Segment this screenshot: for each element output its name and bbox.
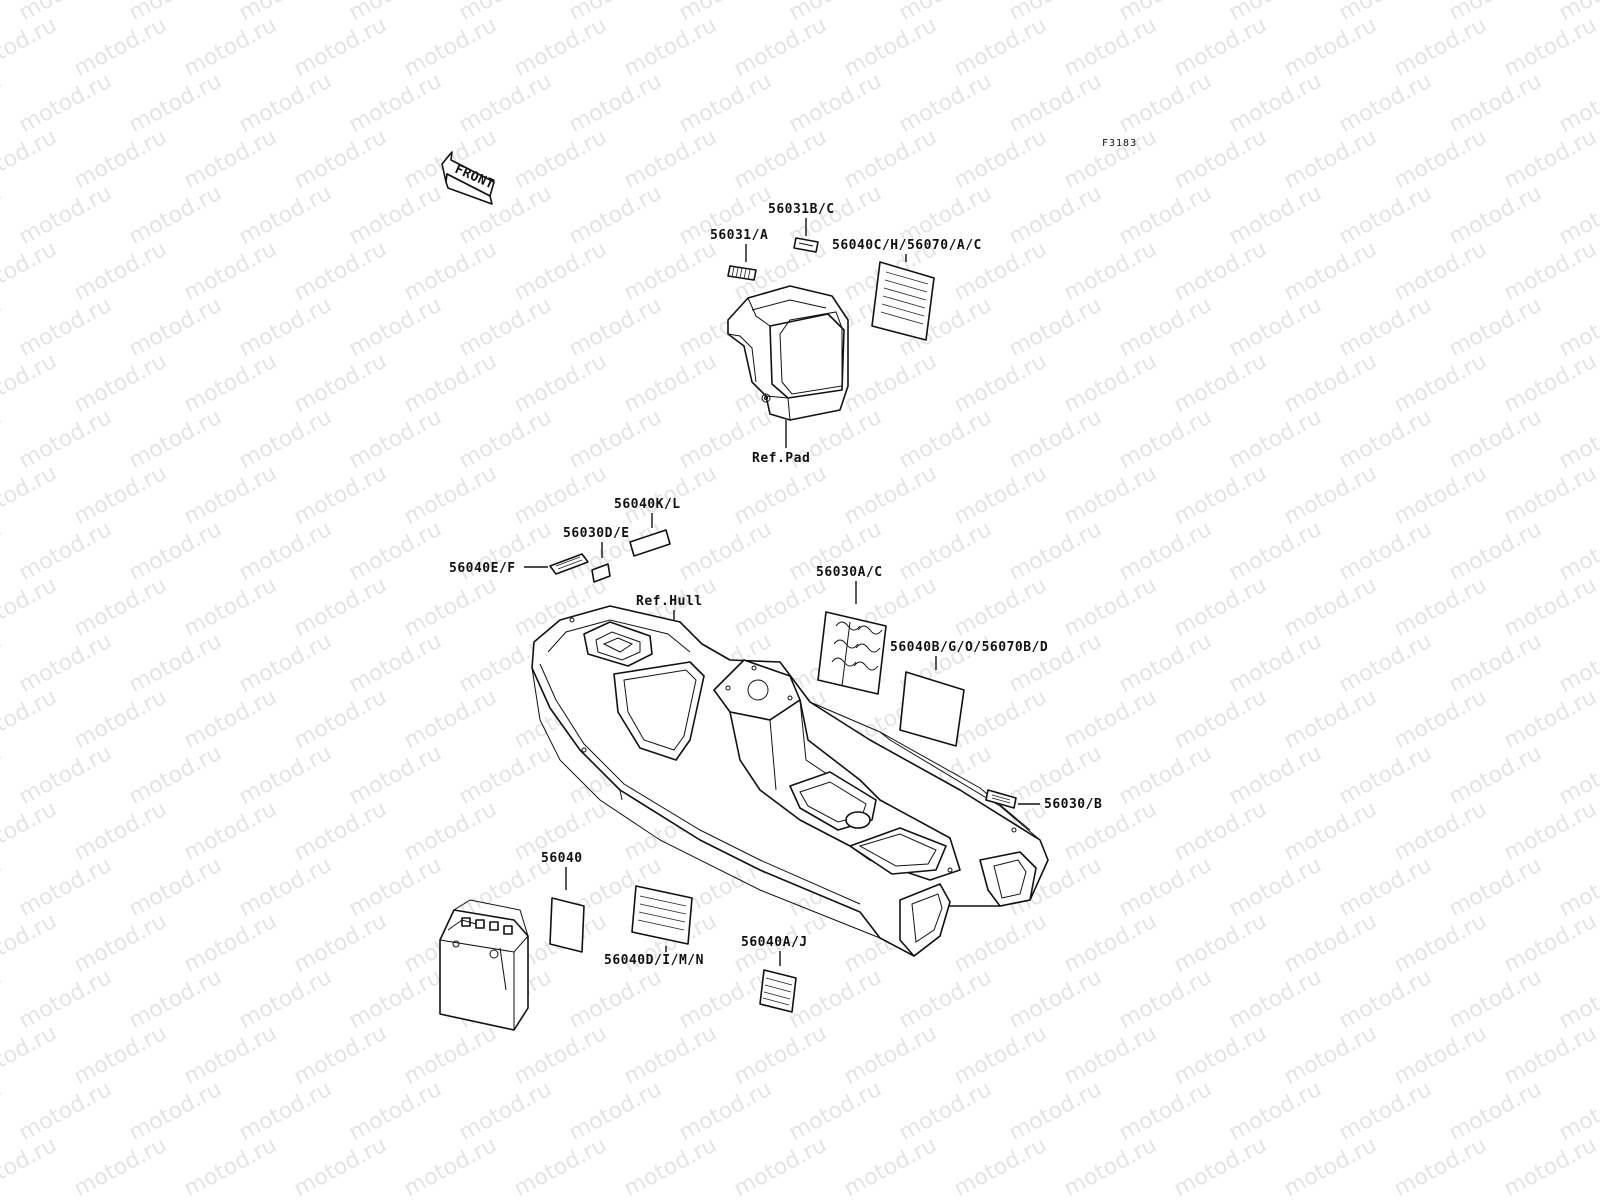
label-56040: 56040	[541, 851, 583, 866]
decal-56030a-c	[817, 611, 887, 695]
label-56030a-c: 56030A/C	[816, 565, 883, 580]
label-56030d-e: 56030D/E	[563, 526, 630, 541]
decal-56040d-i	[631, 885, 693, 945]
decal-56030-b	[985, 789, 1017, 809]
label-56031-a: 56031/A	[710, 228, 768, 243]
pad-part-drawing	[727, 285, 849, 421]
decal-56030d-e	[591, 563, 611, 583]
label-56040a-j: 56040A/J	[741, 935, 808, 950]
figure-code: F3183	[1102, 138, 1137, 149]
decal-56040e-f	[549, 553, 589, 575]
label-56030-b: 56030/B	[1044, 797, 1102, 812]
label-ref-hull: Ref.Hull	[636, 594, 703, 609]
front-arrow-icon: FRONT	[441, 151, 497, 205]
label-56040k-l: 56040K/L	[614, 497, 681, 512]
label-56031b-c: 56031B/C	[768, 202, 835, 217]
battery-part-drawing	[439, 899, 529, 1031]
decal-56040	[549, 897, 585, 953]
label-56040d-i: 56040D/I/M/N	[604, 953, 704, 968]
decal-56040k-l	[629, 529, 671, 557]
decal-56040a-j	[759, 969, 797, 1013]
hull-part-drawing	[531, 605, 1049, 957]
decal-56040b-g	[899, 671, 965, 747]
label-56040b-g: 56040B/G/O/56070B/D	[890, 640, 1048, 655]
decal-56031-a	[727, 265, 757, 281]
decal-56040c-h	[871, 261, 935, 341]
label-56040c-h: 56040C/H/56070/A/C	[832, 238, 982, 253]
label-ref-pad: Ref.Pad	[752, 451, 810, 466]
label-56040e-f: 56040E/F	[449, 561, 516, 576]
